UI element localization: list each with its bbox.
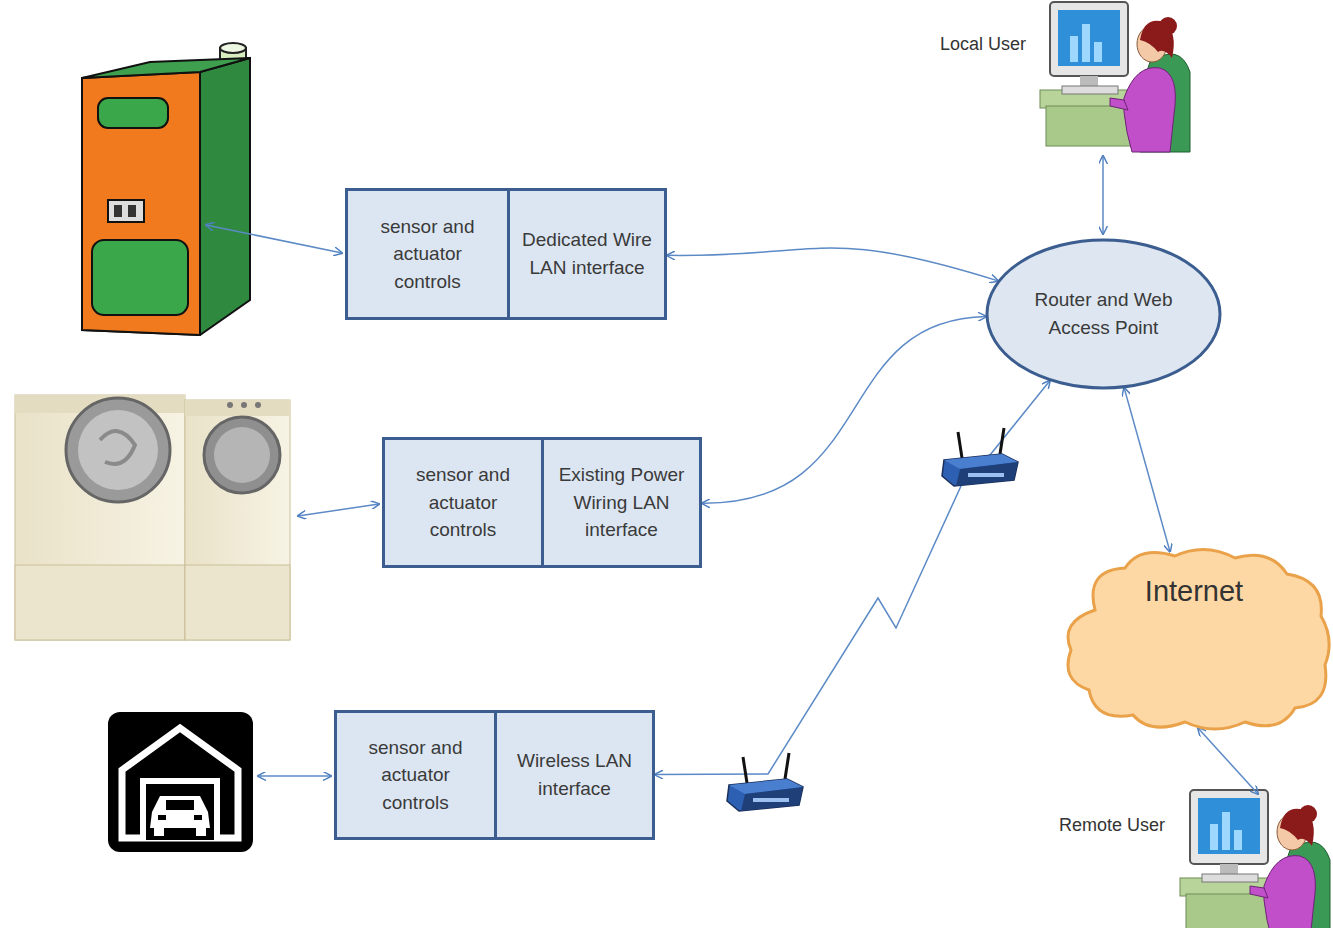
internet-cloud: Internet — [1055, 540, 1333, 735]
wireless-router-icon — [727, 753, 803, 811]
wireless-router-icon — [942, 428, 1018, 486]
interface-box: Wireless LAN interface — [497, 710, 655, 840]
node-text: sensor and actuator controls — [395, 461, 531, 544]
node-text: Wireless LAN interface — [507, 747, 642, 802]
node-text: Existing Power Wiring LAN interface — [554, 461, 689, 544]
link-arrow — [258, 775, 331, 777]
garage-icon — [108, 712, 253, 852]
interface-box: Existing Power Wiring LAN interface — [544, 437, 702, 568]
node-text: sensor and actuator controls — [347, 734, 484, 817]
control-box: sensor and actuator controls — [334, 710, 497, 840]
connector-arrow — [1124, 388, 1170, 552]
link-arrow — [1102, 156, 1104, 234]
control-box: sensor and actuator controls — [382, 437, 544, 568]
node-text: Router and Web Access Point — [1025, 286, 1182, 341]
link-arrow — [298, 504, 379, 516]
connector-arrow — [655, 381, 1050, 775]
user-label: Local User — [938, 34, 1028, 55]
node-text: Dedicated Wire LAN interface — [520, 226, 654, 281]
cloud-outline — [1055, 540, 1333, 735]
ellipse-outline — [985, 238, 1222, 390]
connector-arrow — [667, 248, 998, 281]
node-text: Internet — [1145, 570, 1243, 612]
node-text: sensor and actuator controls — [358, 213, 497, 296]
remote-user-illustration — [1180, 790, 1330, 928]
ellipse-outline — [987, 240, 1220, 388]
link-arrow — [1198, 728, 1258, 794]
local-user-illustration — [1040, 2, 1190, 152]
user-label: Remote User — [1057, 815, 1167, 836]
router-ellipse: Router and Web Access Point — [985, 238, 1222, 390]
control-box: sensor and actuator controls — [345, 188, 510, 320]
furnace-illustration — [82, 43, 250, 335]
cloud-outline — [1068, 549, 1329, 729]
washer-dryer-illustration — [15, 395, 290, 640]
link-arrow — [206, 225, 342, 253]
interface-box: Dedicated Wire LAN interface — [510, 188, 667, 320]
